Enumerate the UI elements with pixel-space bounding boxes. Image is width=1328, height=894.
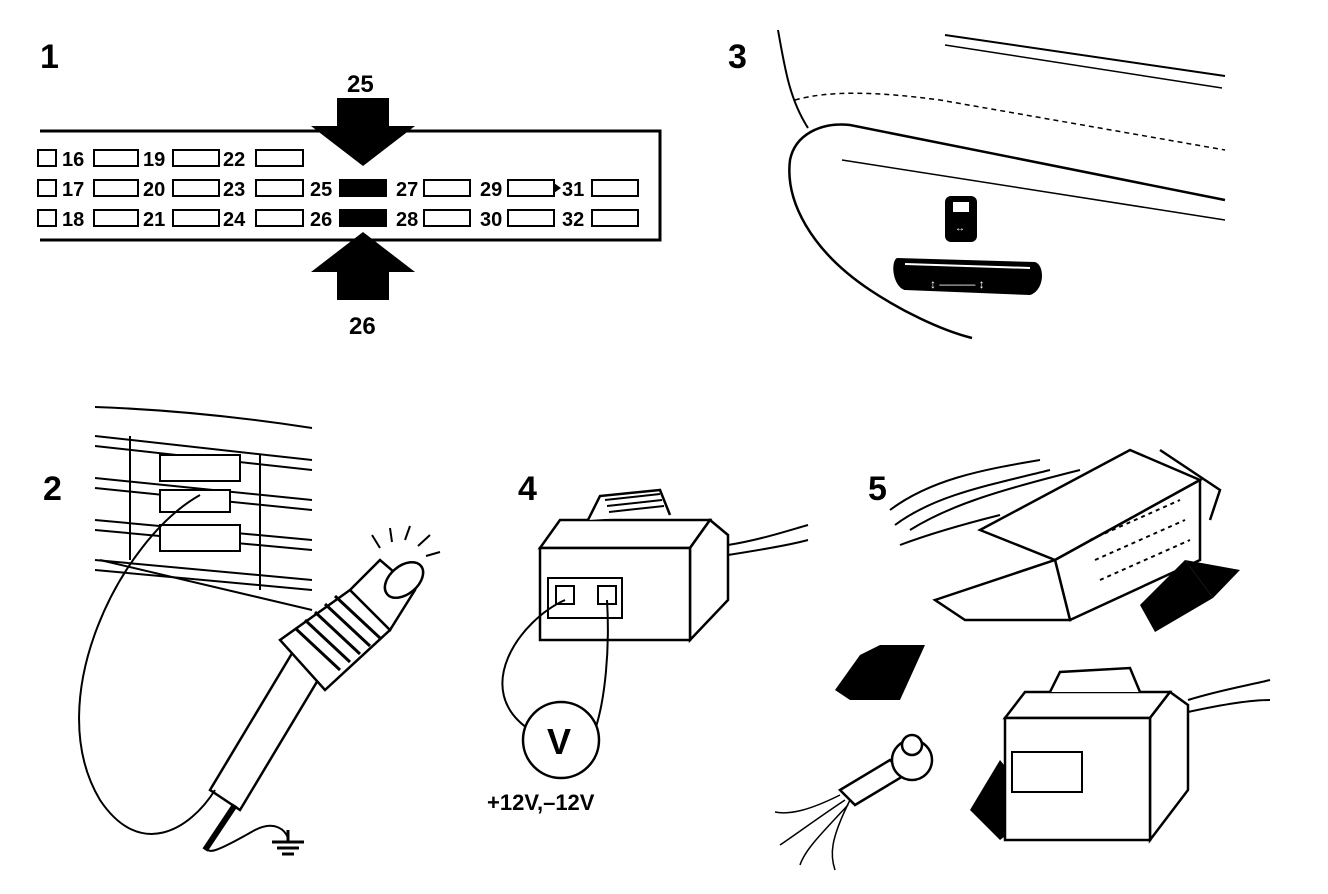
voltmeter-icon: V bbox=[521, 700, 601, 780]
switch-arrow-icon: ↔ bbox=[955, 223, 965, 234]
fuse-slot bbox=[172, 179, 220, 197]
fuse-row-2: 17 20 23 25 27 29 31 bbox=[37, 179, 639, 201]
switch-highlight bbox=[904, 263, 1031, 269]
fuse-25-highlighted bbox=[339, 179, 387, 197]
meter-lead-wire bbox=[501, 599, 566, 731]
push-arrow-icon bbox=[835, 645, 925, 700]
fuse-row-3: 18 21 24 26 28 30 32 bbox=[37, 209, 639, 231]
switch-arrow-icon: ↕ ——— ↕ bbox=[930, 277, 985, 291]
panel-2-test-lamp: 2 bbox=[43, 406, 441, 856]
fuse-label-30: 30 bbox=[480, 209, 502, 231]
ground-wire bbox=[206, 824, 289, 852]
light-rays-icon bbox=[371, 525, 441, 557]
wire-harness-icon bbox=[774, 733, 934, 871]
push-arrow-icon bbox=[1185, 560, 1240, 598]
seat-back-edge bbox=[777, 29, 809, 129]
arrow-top-label: 25 bbox=[347, 71, 374, 98]
step-2-label: 2 bbox=[43, 470, 62, 508]
fuse-slot bbox=[423, 179, 471, 197]
push-arrow-icon bbox=[1140, 560, 1213, 632]
seat-seam-dashed bbox=[794, 92, 1226, 151]
fuse-label-23: 23 bbox=[223, 179, 245, 201]
fuse-icon bbox=[159, 454, 241, 552]
fuse-slot bbox=[93, 149, 139, 167]
fuse-slot bbox=[172, 209, 220, 227]
test-lead-wire bbox=[78, 494, 216, 835]
fuse-box-edge bbox=[94, 406, 313, 429]
step-1-label: 1 bbox=[40, 38, 59, 76]
fuse-slot bbox=[37, 179, 57, 197]
fuse-row-1: 16 19 22 bbox=[37, 149, 304, 171]
voltmeter-symbol: V bbox=[547, 721, 571, 762]
seat-switch-icon: ↕ ——— ↕ bbox=[893, 258, 1042, 295]
fuse-slot bbox=[507, 209, 555, 227]
meter-lead-wire bbox=[594, 599, 609, 731]
fuse-label-25: 25 bbox=[310, 179, 332, 201]
fuse-label-31: 31 bbox=[562, 179, 584, 201]
panel-4-voltmeter: 4 V +12V,–12V bbox=[487, 470, 809, 815]
fuse-label-17: 17 bbox=[62, 179, 84, 201]
arrow-up-icon bbox=[311, 232, 415, 300]
step-3-label: 3 bbox=[728, 38, 747, 76]
panel-3-seat-switches: 3 ↔ ↕ ——— ↕ bbox=[728, 29, 1226, 340]
fuse-slot bbox=[37, 149, 57, 167]
fuse-label-32: 32 bbox=[562, 209, 584, 231]
fuse-slot bbox=[172, 149, 220, 167]
seat-switch-icon: ↔ bbox=[945, 196, 977, 242]
arrow-bottom-label: 26 bbox=[349, 313, 376, 340]
backrest-switch-top bbox=[953, 202, 969, 212]
fuse-label-22: 22 bbox=[223, 149, 245, 171]
fuse-box-edge bbox=[99, 559, 313, 611]
fuse-label-19: 19 bbox=[143, 149, 165, 171]
ground-symbol-icon bbox=[272, 830, 304, 856]
fuse-label-29: 29 bbox=[480, 179, 502, 201]
fuse-slot bbox=[255, 149, 304, 167]
fuse-slot bbox=[93, 179, 139, 197]
fuse-label-20: 20 bbox=[143, 179, 165, 201]
arrow-down-icon bbox=[311, 98, 415, 166]
pointer-arrow-icon bbox=[554, 183, 561, 193]
fuse-label-28: 28 bbox=[396, 209, 418, 231]
fuse-label-18: 18 bbox=[62, 209, 84, 231]
fuse-label-24: 24 bbox=[223, 209, 246, 231]
fuse-label-26: 26 bbox=[310, 209, 332, 231]
fuse-slot bbox=[423, 209, 471, 227]
fuse-slot bbox=[255, 179, 304, 197]
panel-1-fuse-box: 1 16 19 22 17 20 23 25 27 29 bbox=[37, 38, 662, 340]
step-5-label: 5 bbox=[868, 470, 887, 508]
test-lamp-icon bbox=[202, 525, 441, 852]
lamp-bulb bbox=[383, 561, 425, 599]
fuse-label-27: 27 bbox=[396, 179, 418, 201]
panel-5-connectors: 5 bbox=[774, 448, 1271, 871]
seat-panel-line bbox=[841, 159, 1226, 221]
fuse-slot bbox=[93, 209, 139, 227]
fuse-slot bbox=[591, 179, 639, 197]
fuse-26-highlighted bbox=[339, 209, 387, 227]
fuse-label-16: 16 bbox=[62, 149, 84, 171]
voltage-reading: +12V,–12V bbox=[487, 790, 595, 815]
connector-icon bbox=[1002, 666, 1271, 844]
seat-top-line bbox=[944, 34, 1226, 77]
fuse-slot bbox=[591, 209, 639, 227]
seat-side-outline bbox=[788, 123, 1226, 340]
fuse-label-21: 21 bbox=[143, 209, 165, 231]
connector-icon bbox=[889, 448, 1222, 622]
fuse-slot bbox=[37, 209, 57, 227]
step-4-label: 4 bbox=[518, 470, 537, 508]
seat-top-line bbox=[944, 44, 1223, 89]
fuse-slot bbox=[255, 209, 304, 227]
connector-icon bbox=[537, 488, 809, 644]
fuse-slot bbox=[507, 179, 555, 197]
